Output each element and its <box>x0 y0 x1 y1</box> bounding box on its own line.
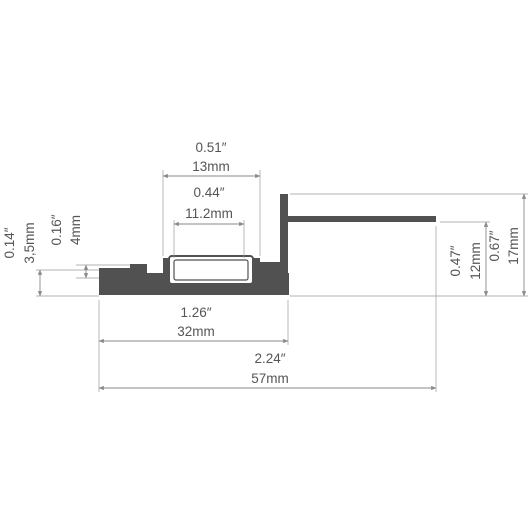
label-right-outer-mm: 17mm <box>506 227 521 265</box>
profile-left-lip <box>99 268 147 276</box>
led-strip <box>173 259 249 281</box>
label-total-width-mm: 57mm <box>251 371 289 386</box>
dimension-labels: 0.51″ 13mm 0.44″ 11.2mm 1.26″ 32mm 2.24″… <box>2 140 521 386</box>
profile-right-step <box>260 262 280 274</box>
label-base-width-in: 1.26″ <box>180 305 211 320</box>
label-base-width-mm: 32mm <box>177 324 215 339</box>
profile-channel-left-wall <box>163 258 171 282</box>
label-inner-width-in: 0.44″ <box>193 185 224 200</box>
label-left-outer-in: 0.14″ <box>2 227 17 258</box>
label-left-inner-mm: 4mm <box>68 215 83 245</box>
label-top-width-in: 0.51″ <box>195 140 226 155</box>
label-inner-width-mm: 11.2mm <box>185 206 233 221</box>
aluminium-profile <box>99 194 436 295</box>
label-right-inner-mm: 12mm <box>468 242 483 280</box>
label-total-width-in: 2.24″ <box>254 351 285 366</box>
label-right-outer-in: 0.67″ <box>487 230 502 261</box>
label-top-width-mm: 13mm <box>192 159 230 174</box>
label-right-inner-in: 0.47″ <box>448 245 463 276</box>
label-left-inner-in: 0.16″ <box>49 214 64 245</box>
dimension-lines <box>37 173 527 391</box>
profile-top-flange <box>288 216 436 222</box>
profile-channel-right-wall <box>252 258 260 282</box>
label-left-outer-mm: 3,5mm <box>22 222 37 263</box>
profile-left-step <box>130 264 147 272</box>
led-diffuser <box>168 255 254 285</box>
profile-vertical-wall <box>280 194 288 295</box>
